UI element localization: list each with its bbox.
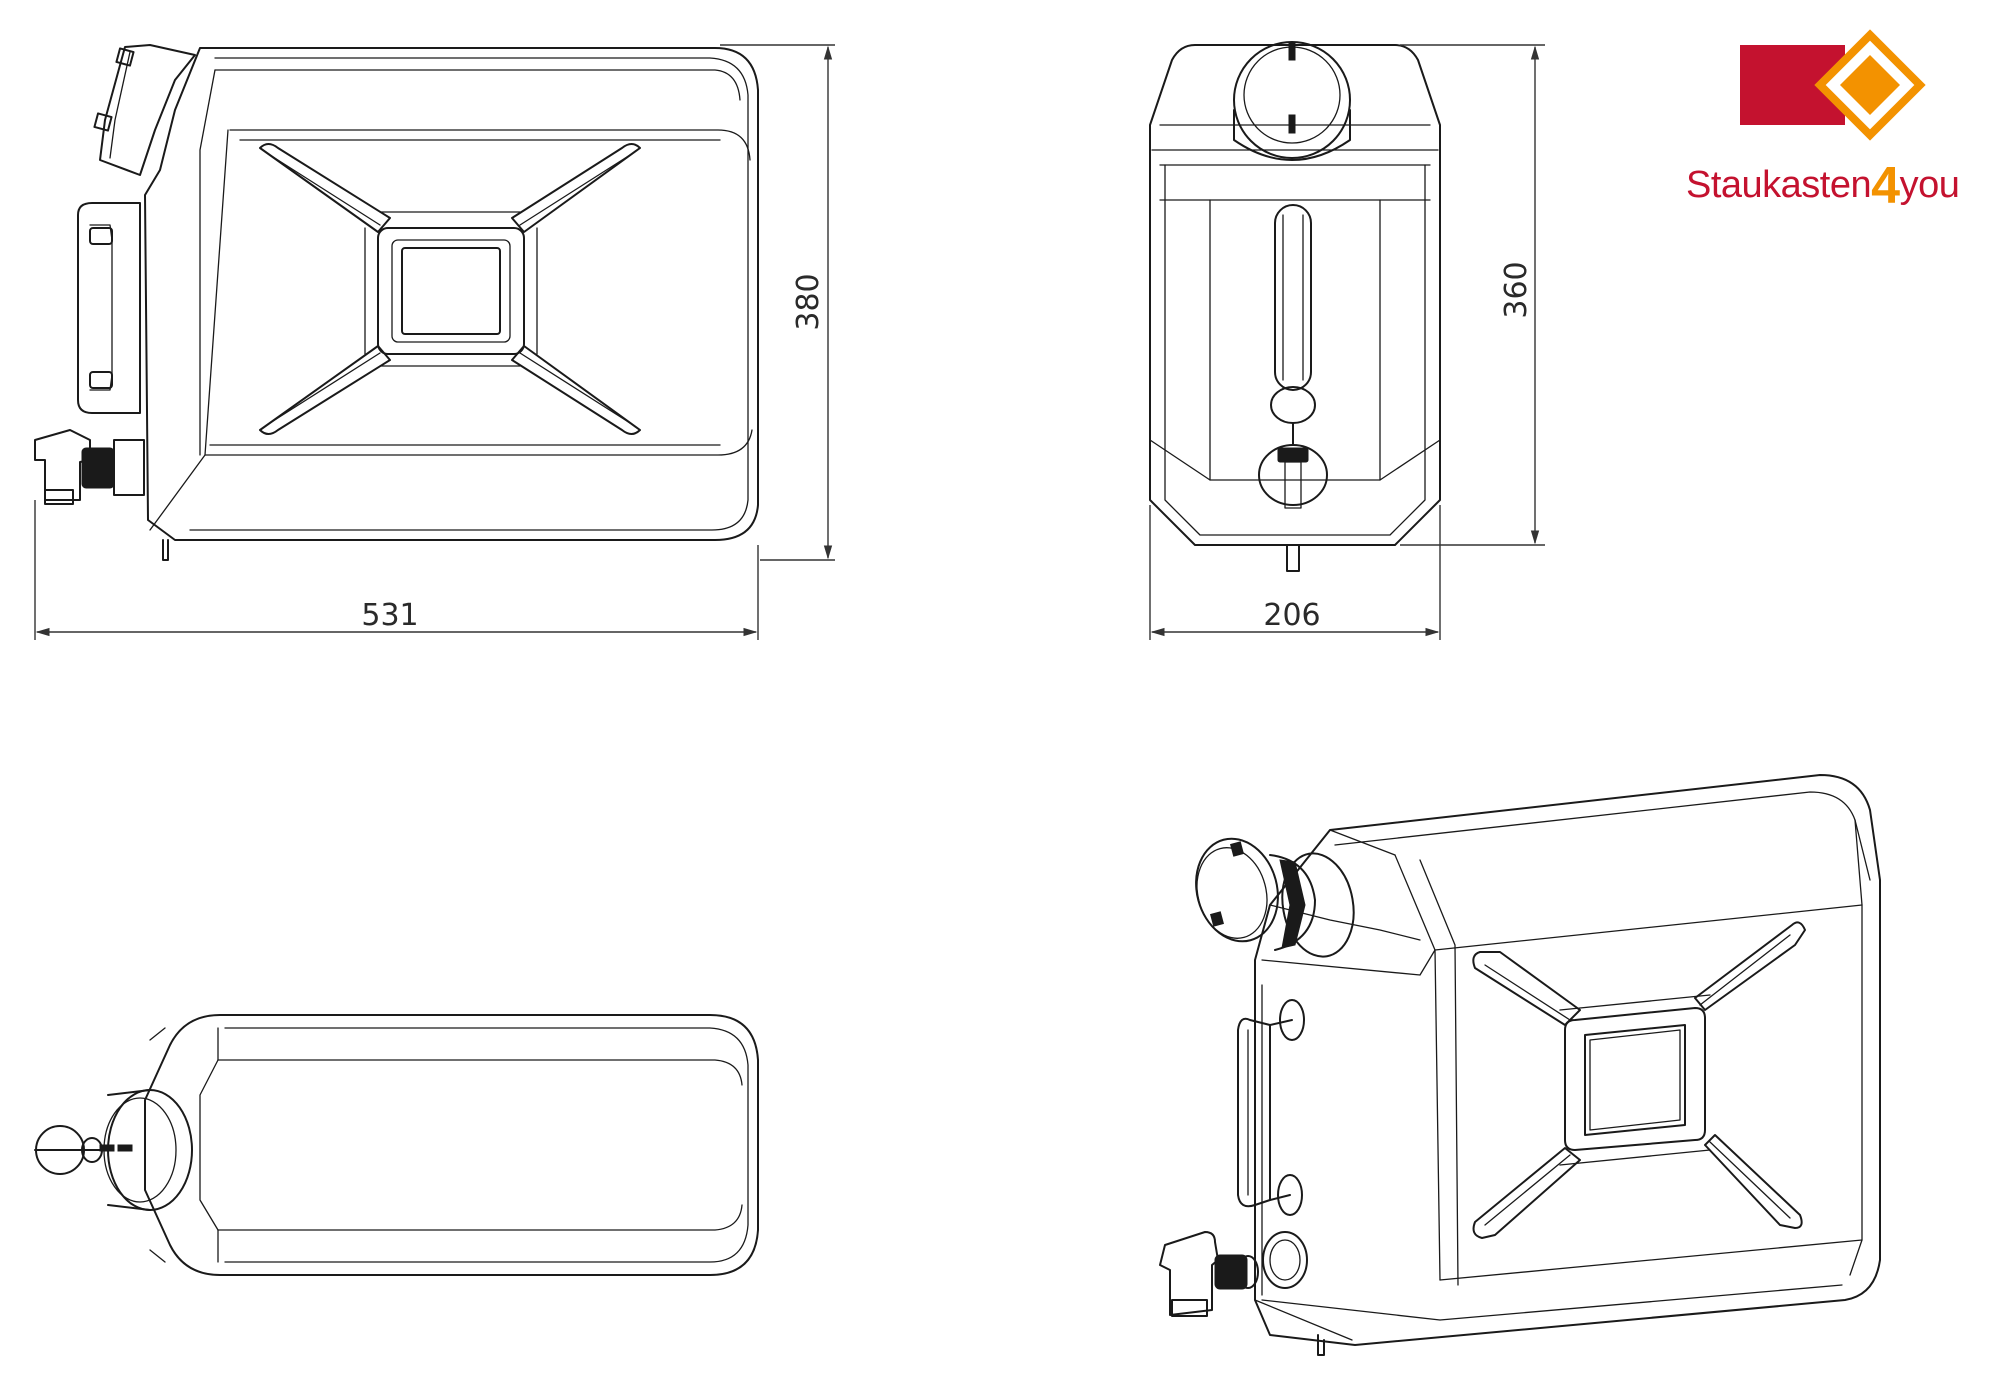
brand-logo-mark bbox=[1740, 29, 1926, 141]
iso-tab bbox=[1317, 1334, 1325, 1356]
dim-label-206: 206 bbox=[1263, 598, 1320, 633]
iso-cap bbox=[1195, 837, 1355, 958]
side-handle-tube bbox=[1258, 204, 1328, 572]
side-handle bbox=[77, 202, 141, 414]
logo-text-four: 4 bbox=[1871, 157, 1900, 215]
dimension-height-side: 360 bbox=[1400, 44, 1545, 546]
top-cap bbox=[99, 1089, 193, 1211]
isometric-view bbox=[1159, 774, 1881, 1356]
faucet bbox=[34, 429, 145, 505]
front-body bbox=[144, 47, 759, 561]
dim-label-360: 360 bbox=[1499, 261, 1534, 318]
x-emboss bbox=[259, 143, 641, 435]
spout-cap bbox=[93, 44, 196, 176]
iso-faucet bbox=[1159, 1231, 1308, 1317]
side-cap bbox=[1233, 41, 1351, 161]
dimension-height-front: 380 bbox=[720, 44, 835, 561]
iso-x-emboss bbox=[1472, 921, 1806, 1239]
dim-label-380: 380 bbox=[791, 273, 826, 330]
iso-body bbox=[1254, 774, 1881, 1346]
dimension-width-front: 531 bbox=[34, 500, 759, 640]
logo-text-part1: Staukasten bbox=[1686, 164, 1872, 206]
dimension-width-side: 206 bbox=[1149, 505, 1441, 640]
side-view: 206 360 bbox=[1149, 41, 1545, 640]
brand-logo-text: Staukasten4you bbox=[1686, 150, 1960, 215]
top-view bbox=[34, 1014, 759, 1276]
dim-label-531: 531 bbox=[361, 598, 418, 633]
iso-handle bbox=[1237, 999, 1305, 1216]
top-faucet bbox=[34, 1125, 103, 1175]
logo-text-part2: you bbox=[1899, 164, 1960, 206]
front-view: 531 380 bbox=[34, 44, 835, 640]
